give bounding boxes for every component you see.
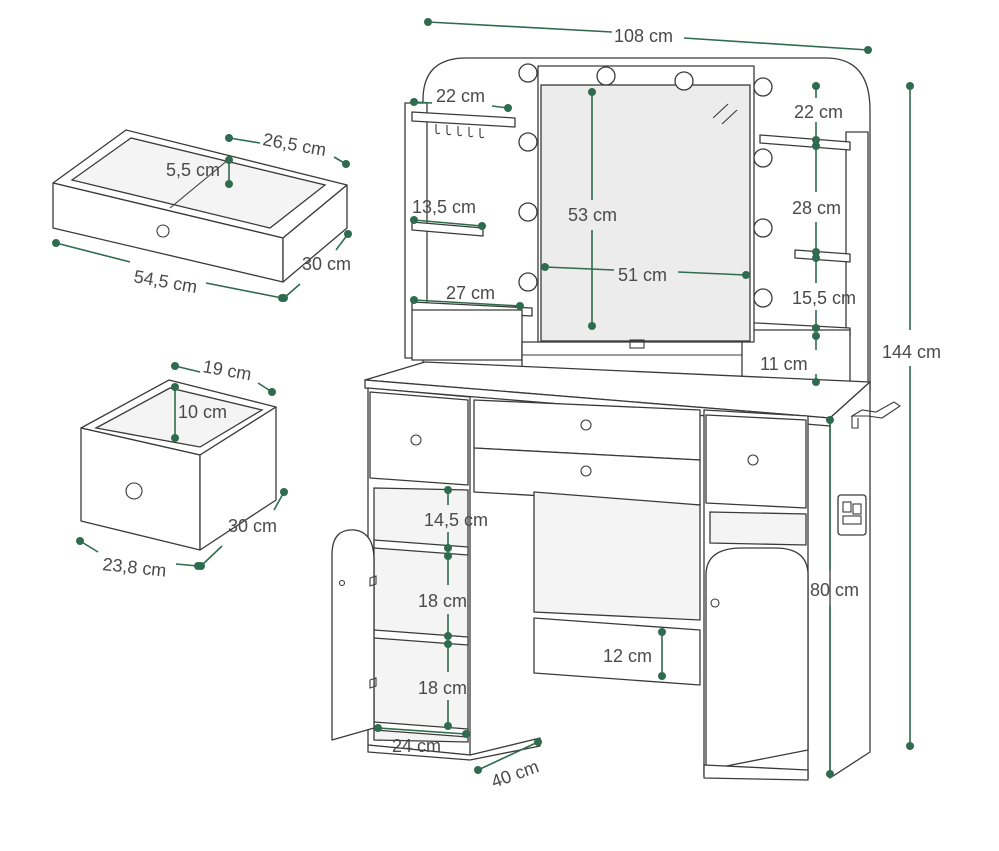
label-left-shelf-depth: 27 cm: [446, 283, 495, 303]
label-right-shelf-gap: 28 cm: [792, 198, 841, 218]
label-cabinet-shelf-2: 18 cm: [418, 591, 467, 611]
label-cabinet-shelf-3: 18 cm: [418, 678, 467, 698]
label-leg-panel: 12 cm: [603, 646, 652, 666]
jewelry-hooks: [435, 124, 485, 139]
label-large-drawer-height: 5,5 cm: [166, 160, 220, 180]
label-left-shelf-gap: 13,5 cm: [412, 197, 476, 217]
label-large-drawer-width: 54,5 cm: [132, 266, 199, 297]
label-small-drawer-width: 23,8 cm: [102, 554, 168, 581]
small-drawer-illustration: [80, 379, 277, 551]
label-total-height: 144 cm: [882, 342, 941, 362]
label-right-box-height: 11 cm: [760, 354, 808, 374]
mirror-light-bulbs: [518, 63, 773, 308]
dimension-lines: [52, 18, 914, 778]
drawer-knob: [156, 224, 170, 238]
label-right-low-gap: 15,5 cm: [792, 288, 856, 308]
label-small-drawer-depth: 19 cm: [201, 356, 253, 384]
label-mirror-height: 53 cm: [568, 205, 617, 225]
label-small-drawer-height: 10 cm: [178, 402, 227, 422]
hair-dryer-holder: [850, 401, 901, 419]
label-left-shelf-width: 22 cm: [436, 86, 485, 106]
label-small-drawer-front: 30 cm: [228, 516, 277, 536]
label-large-drawer-front: 30 cm: [302, 254, 351, 274]
label-mirror-width: 51 cm: [618, 265, 667, 285]
label-cabinet-width: 24 cm: [392, 736, 441, 756]
label-top-width: 108 cm: [614, 26, 673, 46]
label-large-drawer-depth: 26,5 cm: [261, 129, 328, 160]
vanity-illustration: [331, 57, 901, 781]
mirror-glass: [540, 84, 751, 342]
drawer-knob: [125, 482, 143, 500]
open-cabinet-door: [331, 529, 375, 741]
power-outlet: [837, 494, 867, 536]
label-right-top-gap: 22 cm: [794, 102, 843, 122]
large-drawer-illustration: [52, 129, 348, 283]
label-cabinet-shelf-1: 14,5 cm: [424, 510, 488, 530]
closed-cabinet-door: [705, 547, 809, 771]
label-desk-height: 80 cm: [810, 580, 859, 600]
